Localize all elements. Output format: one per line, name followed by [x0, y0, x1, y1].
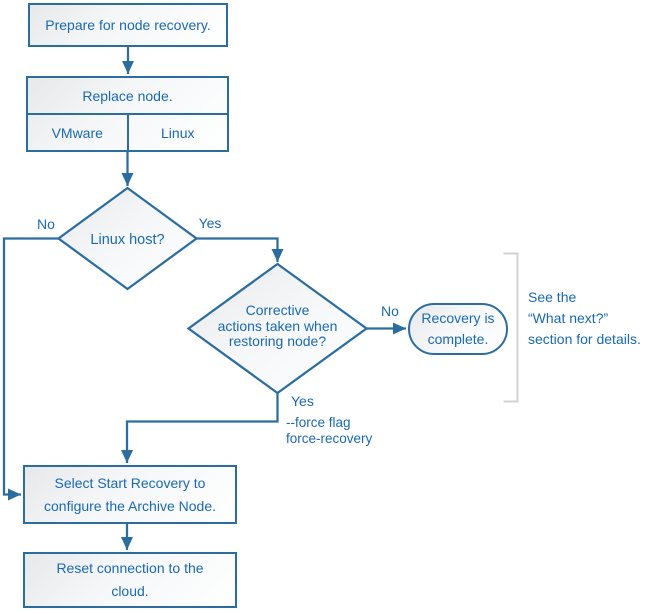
select-start-line: configure the Archive Node. — [44, 497, 216, 514]
corrective-question-label: Corrective actions taken when restoring … — [203, 301, 353, 350]
node-replace: Replace node. VMware Linux — [26, 76, 229, 152]
what-next-line: See the — [528, 289, 577, 305]
connector-linux-host-no-to-select-start — [2, 237, 59, 501]
cell-linux-label: Linux — [161, 124, 195, 141]
force-flag-note: --force flag force-recovery — [286, 415, 372, 447]
linux-host-question-label: Linux host? — [90, 231, 165, 248]
reset-connection-line: cloud. — [111, 583, 149, 599]
node-replace-label: Replace node. — [82, 87, 173, 104]
force-flag-line: --force flag — [286, 415, 351, 430]
reset-connection-line: Reset connection to the — [56, 560, 204, 576]
node-reset-connection: Reset connection to the cloud. — [23, 552, 237, 608]
node-prepare-label: Prepare for node recovery. — [45, 17, 211, 33]
connector-corrective-yes-to-select-start — [121, 392, 279, 463]
edge-label-linux-no: No — [37, 216, 55, 232]
connector-linux-host-yes-to-corrective — [196, 237, 284, 262]
edge-label-corrective-yes: Yes — [291, 393, 314, 409]
edge-label-linux-yes: Yes — [198, 215, 222, 231]
cell-vmware: VMware — [28, 115, 127, 150]
recovery-complete-line: complete. — [427, 331, 489, 347]
corrective-line: actions taken when — [217, 317, 338, 334]
force-flag-line: force-recovery — [286, 431, 373, 446]
select-start-line: Select Start Recovery to — [54, 474, 206, 491]
corrective-line: restoring node? — [228, 332, 327, 349]
cell-vmware-label: VMware — [51, 124, 103, 141]
node-replace-options: VMware Linux — [28, 115, 227, 150]
edge-label-corrective-no: No — [381, 303, 399, 319]
node-recovery-complete: Recovery is complete. — [408, 303, 508, 355]
node-replace-title: Replace node. — [28, 78, 227, 115]
node-prepare: Prepare for node recovery. — [28, 3, 228, 47]
recovery-complete-line: Recovery is — [421, 310, 495, 326]
cell-linux: Linux — [126, 115, 228, 150]
corrective-line: Corrective — [245, 301, 310, 318]
what-next-note: See the “What next?” section for details… — [528, 287, 641, 350]
what-next-line: “What next?” — [528, 310, 609, 326]
what-next-line: section for details. — [528, 331, 641, 347]
node-select-start-recovery: Select Start Recovery to configure the A… — [23, 465, 237, 524]
